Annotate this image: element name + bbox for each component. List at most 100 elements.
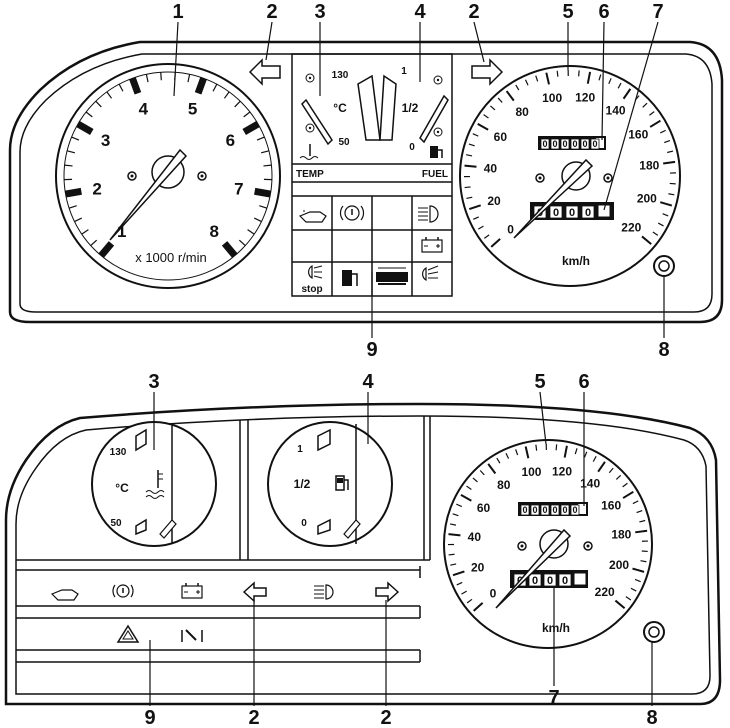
callout-bottom-2b: 2 — [380, 707, 391, 728]
major-tick — [635, 529, 648, 534]
oil-pressure-icon — [50, 589, 79, 601]
major-tick — [452, 570, 465, 577]
minor-tick — [160, 72, 162, 81]
minor-tick — [515, 449, 519, 456]
minor-tick — [483, 234, 490, 239]
major-tick — [464, 164, 477, 168]
minor-tick — [640, 560, 647, 563]
tachometer-number-3: 3 — [101, 131, 110, 150]
speedometer-bottom-ticks — [447, 444, 648, 612]
speedometer-top-number-160: 160 — [628, 127, 648, 141]
minor-tick — [118, 83, 124, 92]
trip-top-digit: 0 — [569, 207, 575, 219]
major-tick — [614, 599, 626, 610]
speedometer-bottom-number-180: 180 — [611, 527, 631, 541]
speedometer-bottom-number-60: 60 — [477, 501, 491, 515]
major-tick — [545, 72, 550, 85]
minor-tick — [634, 578, 641, 583]
major-tick — [460, 493, 472, 502]
callout-top-2b: 2 — [468, 1, 479, 23]
rear-heater-icon — [376, 267, 408, 285]
tachometer-number-8: 8 — [210, 222, 219, 241]
odometer-top-digit: 0 — [552, 139, 557, 149]
speedometer-top-number-120: 120 — [575, 91, 595, 105]
fuel-reserve-icon — [335, 475, 349, 491]
minor-tick — [473, 216, 479, 220]
top-cluster-outer-frame — [8, 40, 724, 324]
major-tick — [649, 119, 661, 128]
minor-tick — [256, 136, 265, 141]
minor-tick — [592, 456, 597, 462]
minor-tick — [608, 78, 612, 85]
minor-tick — [668, 193, 675, 196]
major-tick — [632, 567, 645, 573]
callout-top-9: 9 — [366, 339, 377, 361]
tachometer-number-5: 5 — [188, 99, 197, 118]
speedometer-bottom-number-100: 100 — [521, 465, 541, 479]
bottom-cluster-outer-frame — [4, 402, 722, 706]
minor-tick — [632, 500, 639, 505]
turn-left-icon — [248, 58, 281, 86]
speedometer-bottom-number-120: 120 — [552, 465, 572, 479]
minor-tick — [263, 164, 272, 167]
callout-bottom-4: 4 — [362, 371, 374, 393]
fuel-scale — [379, 74, 397, 141]
tachometer-face — [63, 71, 273, 281]
oil-pressure-icon — [298, 210, 327, 223]
major-tick — [597, 461, 606, 473]
speedometer-bottom-number-220: 220 — [595, 585, 615, 599]
callout-top-4: 4 — [414, 1, 426, 23]
minor-tick — [64, 164, 73, 167]
minor-tick — [479, 470, 485, 476]
fuel-half-value-bottom: 1/2 — [294, 477, 311, 491]
speedometer-bottom-number-20: 20 — [471, 560, 485, 574]
speedometer-bottom-number-0: 0 — [490, 587, 497, 601]
minor-tick — [662, 213, 669, 217]
minor-tick — [187, 74, 191, 83]
major-tick — [641, 235, 652, 245]
fuel-reserve-icon — [430, 146, 443, 158]
minor-tick — [664, 139, 671, 144]
speedometer-top-number-220: 220 — [621, 221, 641, 235]
minor-tick — [583, 451, 588, 458]
major-tick — [468, 204, 482, 211]
speedometer-top-number-140: 140 — [606, 103, 626, 117]
minor-tick — [598, 74, 602, 81]
speedometer-top-number-60: 60 — [494, 130, 508, 144]
major-tick — [129, 77, 142, 95]
tachometer-needle — [109, 148, 188, 241]
speedometer-bottom-number-80: 80 — [497, 478, 511, 492]
brake-icon — [112, 584, 134, 598]
minor-tick — [556, 70, 559, 77]
callout-top-6: 6 — [598, 1, 609, 23]
callout-bottom-5: 5 — [534, 371, 545, 393]
temp-scale — [357, 74, 381, 141]
tachometer-number-6: 6 — [226, 131, 235, 150]
minor-tick — [85, 111, 93, 118]
callout-top-1: 1 — [172, 1, 183, 23]
minor-tick — [466, 598, 473, 604]
temp-gauge: 130 50 °C — [299, 70, 381, 160]
trip-bottom-digit: 0 — [547, 575, 553, 587]
minor-tick — [535, 75, 539, 82]
bottom-warning-strip — [50, 581, 400, 643]
odometer-top-digit: 0 — [592, 139, 597, 149]
trip-bottom-digit: 0 — [532, 575, 538, 587]
callout-top-2a: 2 — [266, 1, 277, 23]
bottom-cluster: 130 °C 50 1 1/2 0 — [4, 402, 722, 706]
speedometer-top-ticks — [463, 70, 676, 248]
minor-tick — [468, 143, 475, 147]
minor-tick — [452, 513, 459, 517]
speedometer-bottom-number-200: 200 — [609, 558, 629, 572]
speedometer-top-unit: km/h — [562, 254, 590, 268]
coolant-temp-icon — [299, 144, 319, 160]
minor-tick — [66, 150, 75, 154]
fuel-gauge-bottom: 1 1/2 0 — [267, 421, 393, 547]
temp-unit: °C — [333, 101, 347, 115]
major-tick — [76, 120, 94, 136]
minor-tick — [515, 84, 520, 91]
callout-bottom-7: 7 — [548, 687, 559, 709]
